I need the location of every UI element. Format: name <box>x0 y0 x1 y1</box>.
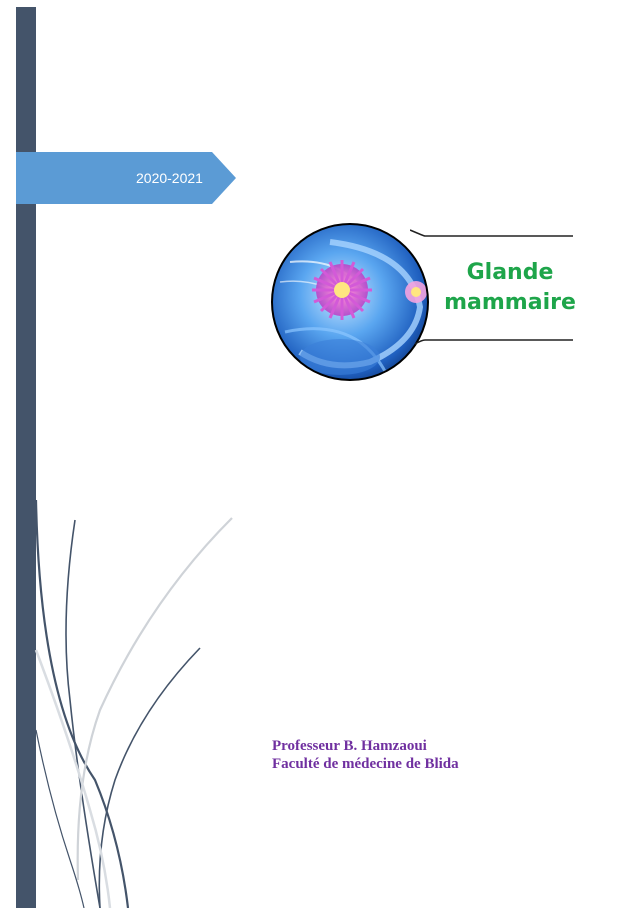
academic-year: 2020-2021 <box>136 170 203 186</box>
title-frame <box>410 229 573 345</box>
year-banner-shape <box>16 152 236 204</box>
institution-name: Faculté de médecine de Blida <box>272 756 459 772</box>
breast-anatomy-illustration-icon <box>271 223 429 381</box>
curved-lines-decoration-icon <box>34 499 233 908</box>
title-line-1: Glande <box>466 260 554 285</box>
year-banner: 2020-2021 <box>16 152 236 204</box>
title-line-2: mammaire <box>444 290 576 315</box>
document-title: Glande mammaire <box>440 258 580 318</box>
author-name: Professeur B. Hamzaoui <box>272 738 427 754</box>
author-block: Professeur B. Hamzaoui Faculté de médeci… <box>272 737 459 773</box>
sidebar-stripe <box>16 7 36 908</box>
